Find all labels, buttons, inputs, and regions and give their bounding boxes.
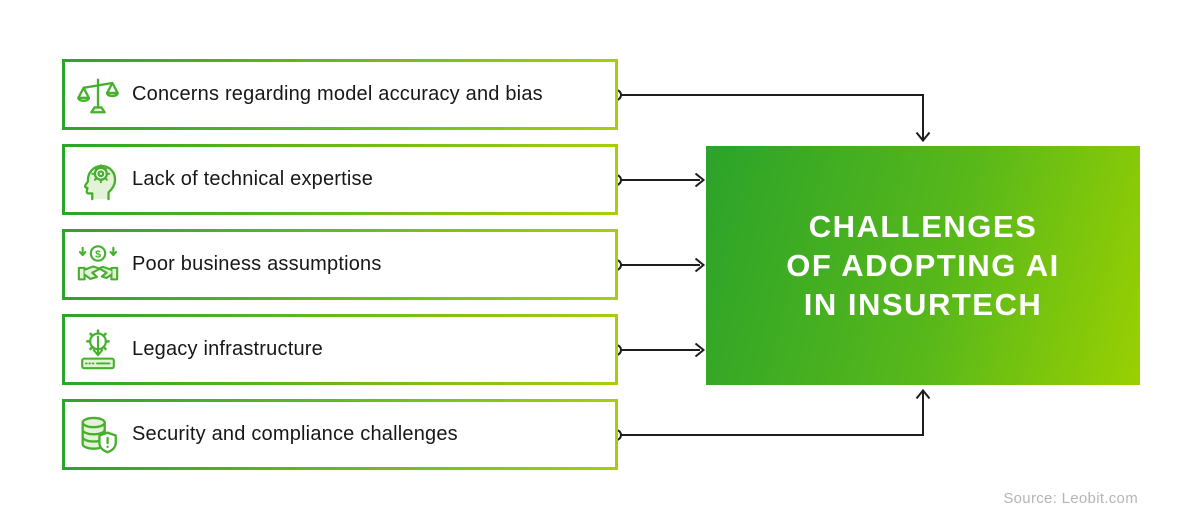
handshake-dollar-icon: $ [77, 244, 119, 280]
challenge-box-model-accuracy: Concerns regarding model accuracy and bi… [62, 59, 618, 130]
title-line-3: IN INSURTECH [803, 287, 1043, 322]
title-line-2: OF ADOPTING AI [786, 248, 1060, 283]
challenge-box-technical-expertise: Lack of technical expertise [62, 144, 618, 215]
title-box: CHALLENGES OF ADOPTING AI IN INSURTECH [706, 146, 1140, 385]
challenge-label: Poor business assumptions [132, 253, 382, 275]
title-line-1: CHALLENGES [808, 209, 1038, 244]
head-gear-icon [83, 163, 117, 200]
source-attribution: Source: Leobit.com [1003, 490, 1138, 507]
challenge-label: Legacy infrastructure [132, 338, 323, 360]
database-shield-icon [81, 416, 117, 453]
challenge-label: Security and compliance challenges [132, 423, 458, 445]
challenge-label: Concerns regarding model accuracy and bi… [132, 83, 543, 105]
challenge-box-security-compliance: Security and compliance challenges [62, 399, 618, 470]
svg-text:$: $ [95, 248, 101, 260]
server-gear-icon [81, 328, 115, 369]
challenge-label: Lack of technical expertise [132, 168, 374, 190]
challenge-box-legacy-infrastructure: Legacy infrastructure [62, 314, 618, 385]
balance-scales-icon [77, 78, 119, 113]
challenge-box-business-assumptions: $ Poor business assumptions [62, 229, 618, 300]
